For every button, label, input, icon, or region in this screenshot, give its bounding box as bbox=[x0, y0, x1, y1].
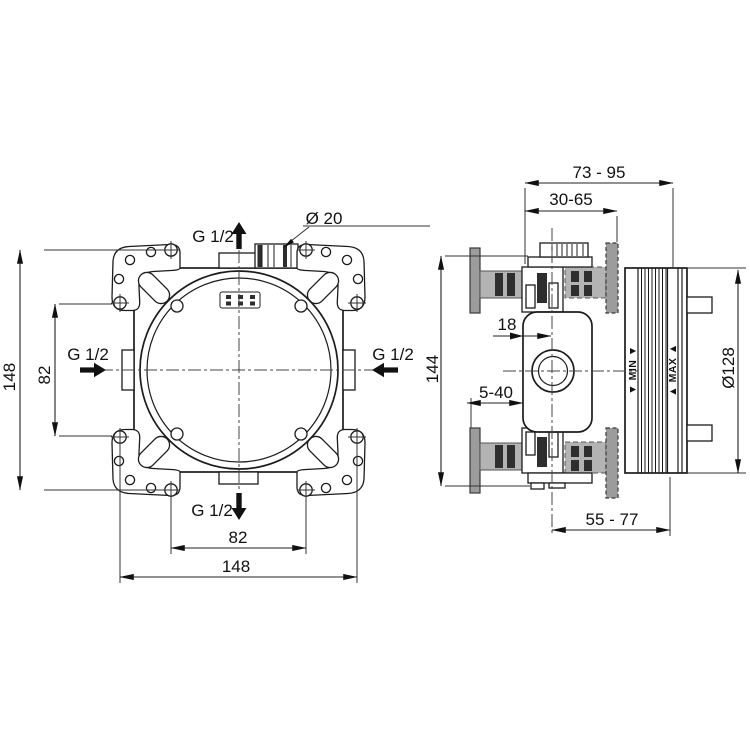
port-top-label: G 1/2 bbox=[192, 227, 234, 246]
marking-max: ▲ MAX ▲ bbox=[667, 343, 679, 396]
outlet-port-inner bbox=[537, 355, 569, 387]
bolt-holes bbox=[170, 299, 308, 441]
dim-side-wall-range: 5-40 bbox=[479, 383, 513, 402]
dim-front-width-outer: 148 bbox=[222, 557, 250, 576]
extension-lines-side bbox=[445, 188, 746, 536]
conduit-connector-front bbox=[254, 243, 299, 269]
dim-front-width-inner: 82 bbox=[229, 528, 248, 547]
mounting-rail bbox=[521, 266, 564, 474]
dim-side-frame-height: 144 bbox=[423, 355, 442, 383]
pipe-sections bbox=[479, 270, 523, 471]
dimension-lines-front bbox=[16, 249, 358, 581]
dim-side-depth-total: 73 - 95 bbox=[573, 163, 626, 182]
dim-side-center-offset: 18 bbox=[498, 315, 517, 334]
label-plate bbox=[219, 291, 261, 309]
dim-side-cover-depth: 55 - 77 bbox=[586, 510, 639, 529]
port-right-label: G 1/2 bbox=[372, 345, 414, 364]
front-view: G 1/2 G 1/2 G 1/2 G 1/2 Ø 20 148 82 82 1… bbox=[0, 209, 430, 583]
adjustable-depth-sections bbox=[564, 242, 619, 499]
centerlines-front bbox=[100, 250, 378, 492]
conduit-leader bbox=[283, 225, 430, 248]
centerlines-side bbox=[503, 228, 638, 536]
marking-min: ▼ MIN ▼ bbox=[627, 345, 639, 394]
side-view: 73 - 95 30-65 18 5-40 55 - 77 144 Ø128 ▼… bbox=[423, 163, 746, 536]
conduit-diameter-label: Ø 20 bbox=[306, 209, 343, 228]
bottom-base bbox=[527, 472, 593, 490]
dimension-lines-side bbox=[437, 179, 742, 534]
dim-front-height-outer: 148 bbox=[0, 363, 19, 391]
port-left-label: G 1/2 bbox=[67, 345, 109, 364]
port-bottom-label: G 1/2 bbox=[191, 501, 233, 520]
protection-cover bbox=[624, 267, 713, 474]
dim-front-height-inner: 82 bbox=[35, 366, 54, 385]
flow-arrows bbox=[80, 222, 398, 520]
extension-lines-front bbox=[44, 249, 358, 583]
dim-side-depth-housing: 30-65 bbox=[549, 190, 592, 209]
dim-side-cover-diameter: Ø128 bbox=[719, 347, 738, 389]
